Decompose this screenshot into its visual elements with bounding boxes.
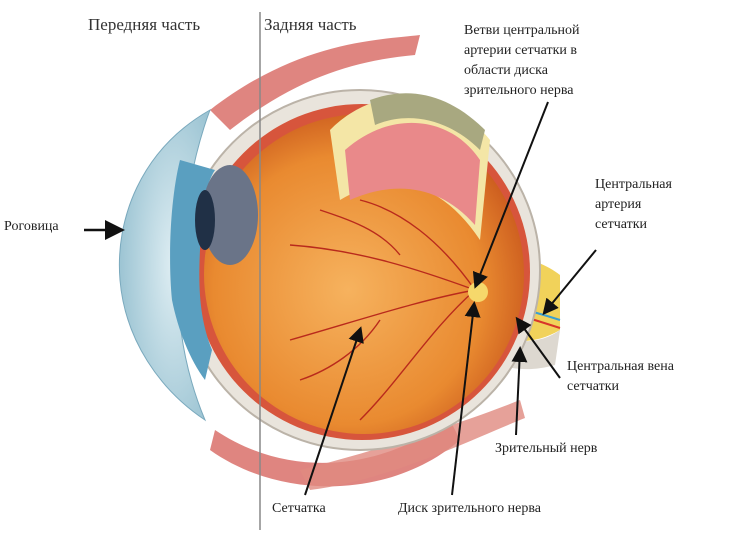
optic-disc [468,282,488,302]
retinal-vessels [289,199,476,421]
upper-muscle [210,35,420,130]
lens [202,165,258,265]
lower-muscle [210,420,460,487]
svg-text:артерия: артерия [595,197,642,212]
back-part-heading: Задняя часть [264,15,357,34]
optic-nerve-label: Зрительный нерв [495,441,598,456]
svg-text:сетчатки: сетчатки [567,379,620,394]
svg-text:Центральная вена: Центральная вена [567,359,675,374]
central-vein-label: Центральная вена сетчатки [567,359,675,394]
branches-label: Ветви центральной артерии сетчатки в обл… [464,23,580,98]
svg-text:артерии сетчатки в: артерии сетчатки в [464,43,577,58]
central-artery-label: Центральная артерия сетчатки [595,177,673,232]
svg-text:Ветви центральной: Ветви центральной [464,23,580,38]
svg-text:зрительного нерва: зрительного нерва [464,83,574,98]
optic-disc-label: Диск зрительного нерва [398,501,542,516]
front-part-heading: Передняя часть [88,15,200,34]
svg-text:Центральная: Центральная [595,177,673,192]
cornea-label: Роговица [4,219,59,234]
svg-text:области диска: области диска [464,63,549,78]
iris [170,160,215,380]
svg-text:сетчатки: сетчатки [595,217,648,232]
retina-label: Сетчатка [272,501,326,516]
lower-muscle-2 [300,400,525,490]
